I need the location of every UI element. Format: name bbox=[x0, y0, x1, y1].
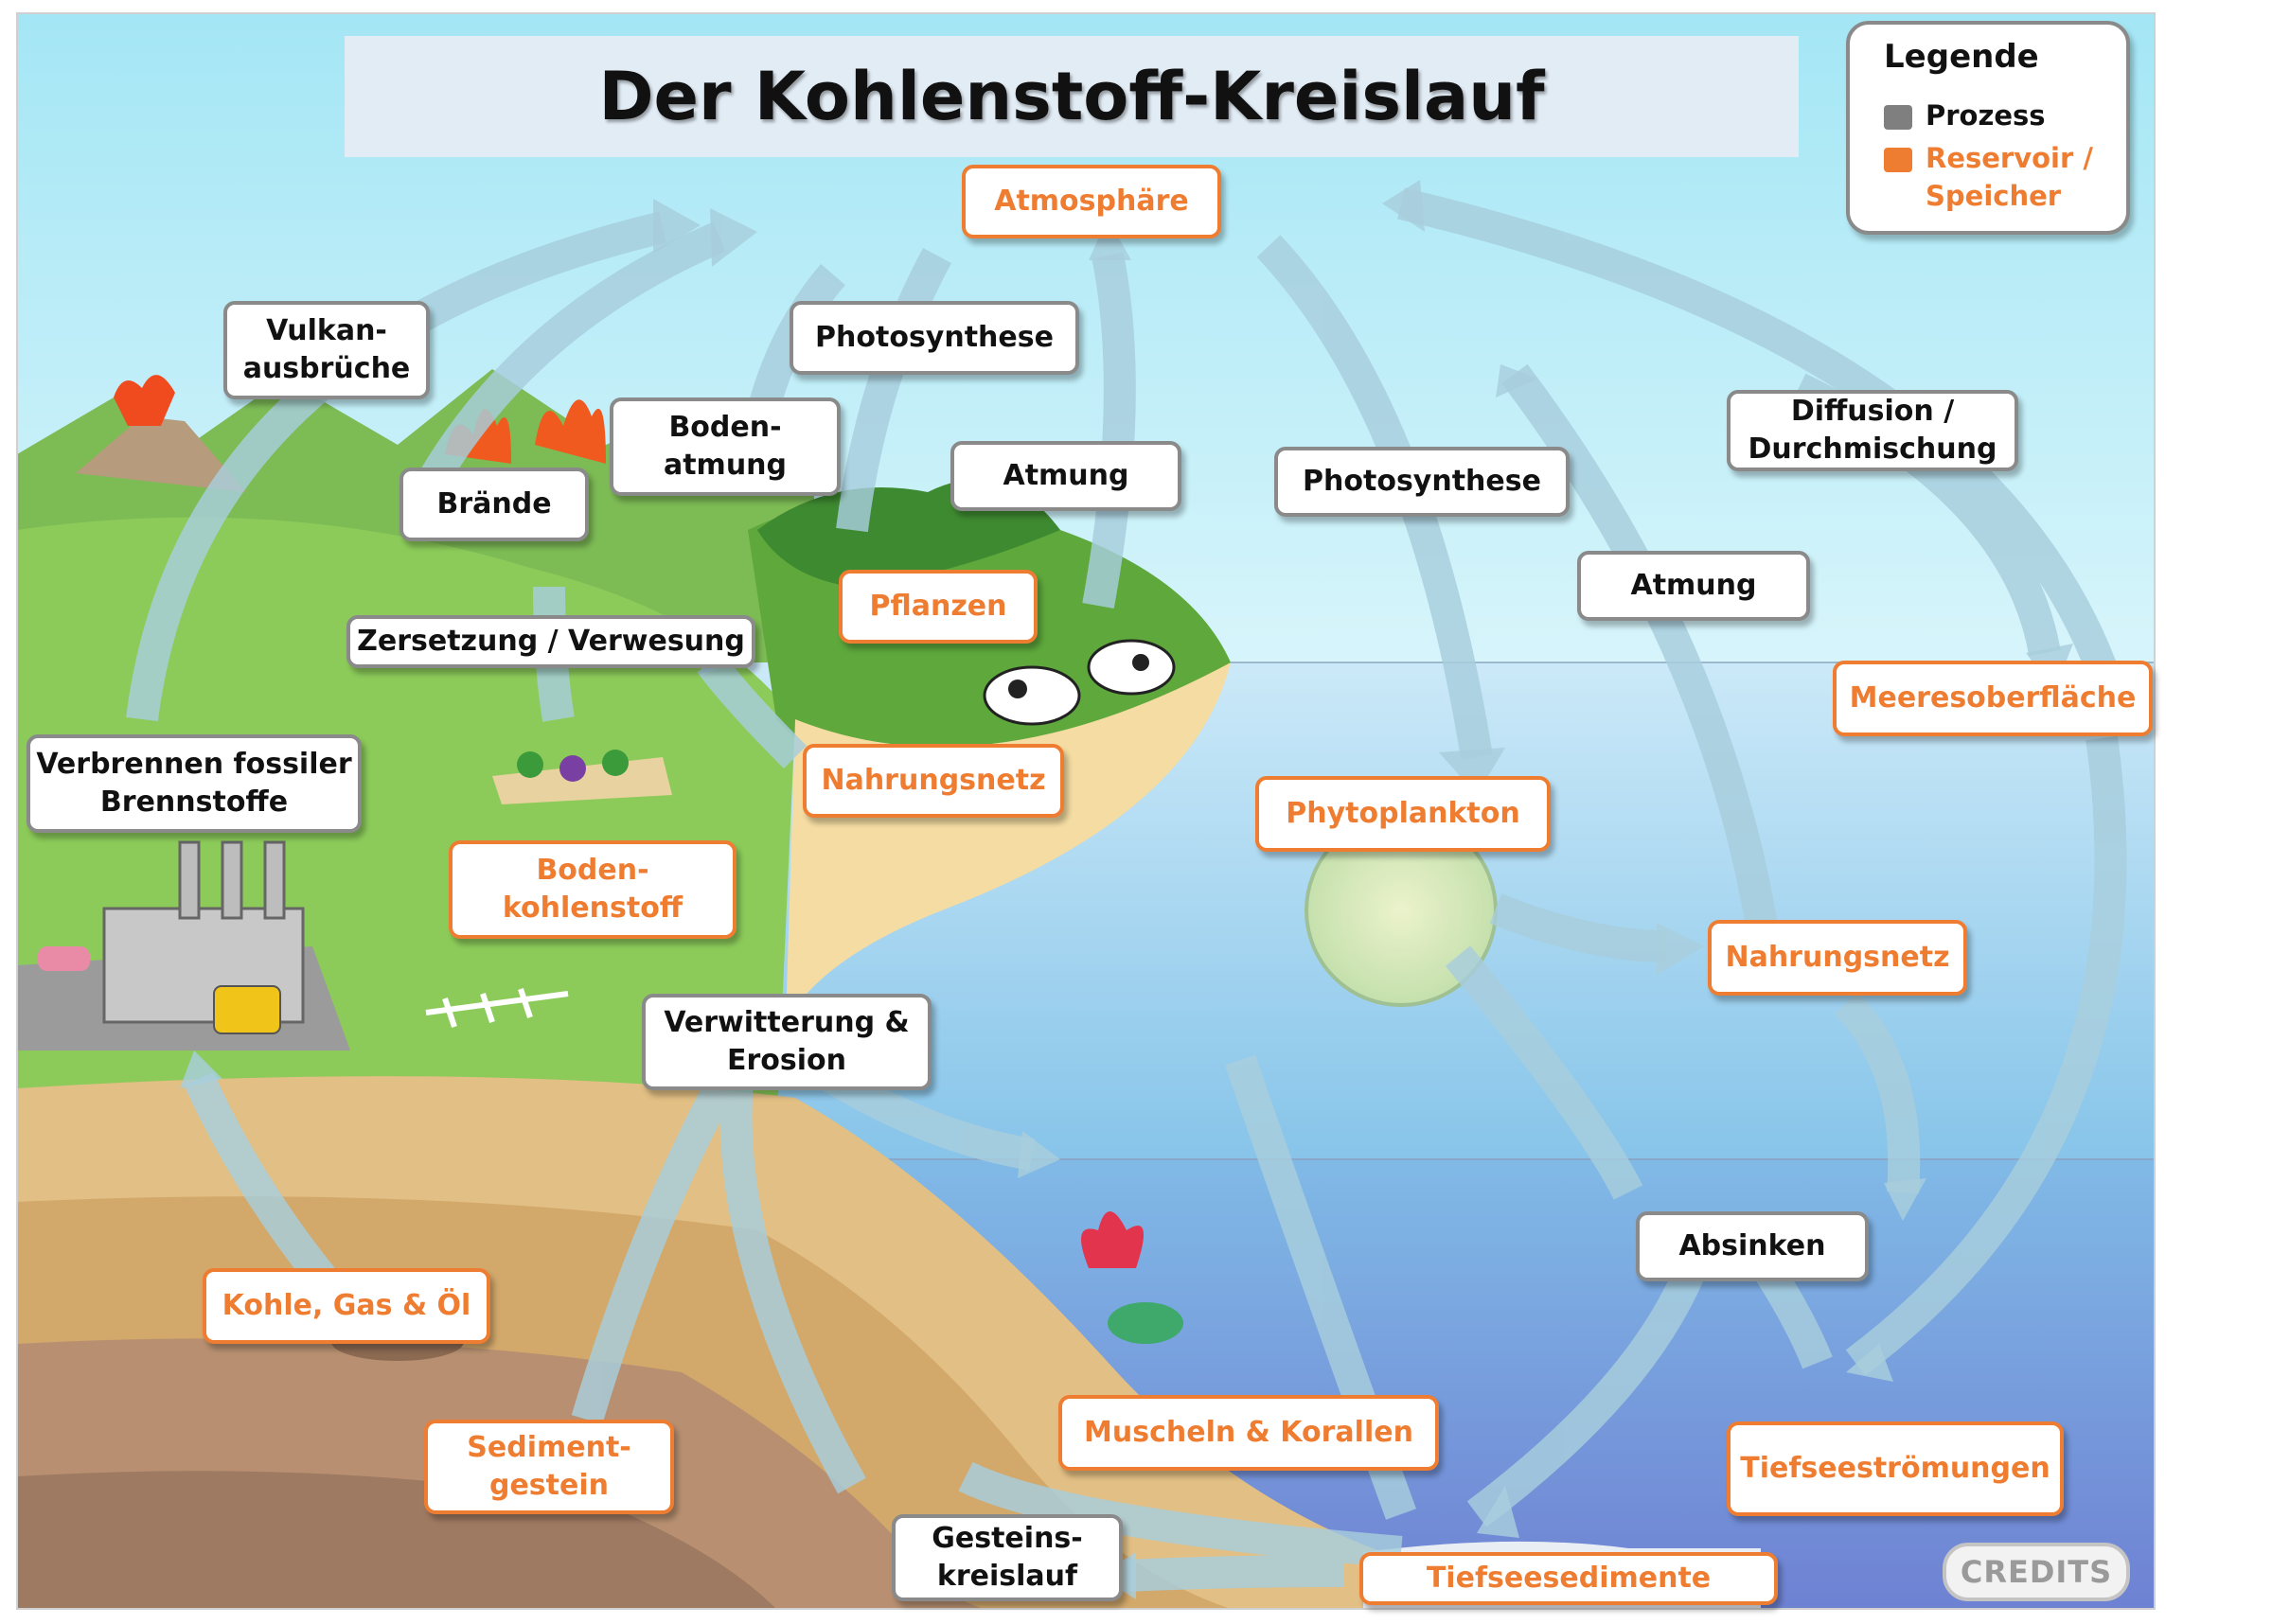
reservoir-pflanzen: Pflanzen bbox=[839, 570, 1038, 644]
reservoir-phytoplankton: Phytoplankton bbox=[1255, 776, 1551, 852]
coral-icon bbox=[1081, 1211, 1144, 1268]
credits-button[interactable]: CREDITS bbox=[1943, 1543, 2130, 1601]
volcano bbox=[76, 416, 246, 492]
fire-icon-2 bbox=[535, 399, 606, 464]
reservoir-nahrungsnetz-meer: Nahrungsnetz bbox=[1708, 920, 1967, 996]
reservoir-swatch-icon bbox=[1884, 147, 1912, 172]
process-verbrennen-fossiler-brennstoffe: Verbrennen fossiler Brennstoffe bbox=[27, 734, 362, 833]
process-verwitterung-erosion: Verwitterung & Erosion bbox=[642, 994, 932, 1090]
car-icon bbox=[38, 946, 90, 971]
legend-item-reservoir: Reservoir / Speicher bbox=[1884, 139, 2126, 216]
process-vulkanausbrueche: Vulkan- ausbrüche bbox=[223, 301, 430, 399]
reservoir-nahrungsnetz-land: Nahrungsnetz bbox=[803, 744, 1064, 818]
process-atmung-meer: Atmung bbox=[1577, 551, 1810, 621]
reservoir-meeresoberflaeche: Meeresoberfläche bbox=[1833, 661, 2153, 736]
reservoir-sedimentgestein: Sediment- gestein bbox=[424, 1420, 674, 1514]
legend-title: Legende bbox=[1884, 38, 2039, 76]
process-bodenatmung: Boden- atmung bbox=[610, 397, 841, 496]
process-zersetzung: Zersetzung / Verwesung bbox=[346, 615, 755, 668]
page-title: Der Kohlenstoff-Kreislauf bbox=[598, 58, 1545, 135]
process-absinken: Absinken bbox=[1636, 1211, 1869, 1281]
reservoir-bodenkohlenstoff: Boden- kohlenstoff bbox=[449, 840, 737, 939]
arrow-vulcano-to-atmosphere bbox=[126, 211, 666, 722]
cow-icon bbox=[983, 665, 1081, 726]
title-banner: Der Kohlenstoff-Kreislauf bbox=[345, 36, 1799, 157]
cow-icon-2 bbox=[1087, 639, 1176, 696]
reservoir-atmosphaere: Atmosphäre bbox=[962, 165, 1221, 238]
process-gesteinskreislauf: Gesteins- kreislauf bbox=[892, 1514, 1123, 1601]
legend: Legende Prozess Reservoir / Speicher bbox=[1846, 21, 2130, 235]
crab-icon bbox=[1108, 1302, 1183, 1344]
process-photosynthese-meer: Photosynthese bbox=[1274, 447, 1570, 517]
reservoir-kohle-gas-oel: Kohle, Gas & Öl bbox=[203, 1268, 490, 1344]
reservoir-tiefseesedimente: Tiefseesedimente bbox=[1359, 1552, 1778, 1605]
process-swatch-icon bbox=[1884, 105, 1912, 130]
reservoir-muscheln-korallen: Muscheln & Korallen bbox=[1058, 1395, 1439, 1471]
garden-bed bbox=[492, 757, 672, 804]
process-atmung-land: Atmung bbox=[950, 441, 1181, 511]
truck-icon bbox=[213, 985, 281, 1034]
process-diffusion-durchmischung: Diffusion / Durchmischung bbox=[1727, 390, 2018, 471]
legend-item-process: Prozess bbox=[1884, 97, 2126, 135]
reservoir-tiefseestroemungen: Tiefseeströmungen bbox=[1727, 1421, 2064, 1516]
lava-icon bbox=[114, 375, 175, 426]
skeleton-icon bbox=[425, 988, 569, 1028]
process-braende: Brände bbox=[399, 468, 589, 541]
process-photosynthese-land: Photosynthese bbox=[790, 301, 1079, 375]
